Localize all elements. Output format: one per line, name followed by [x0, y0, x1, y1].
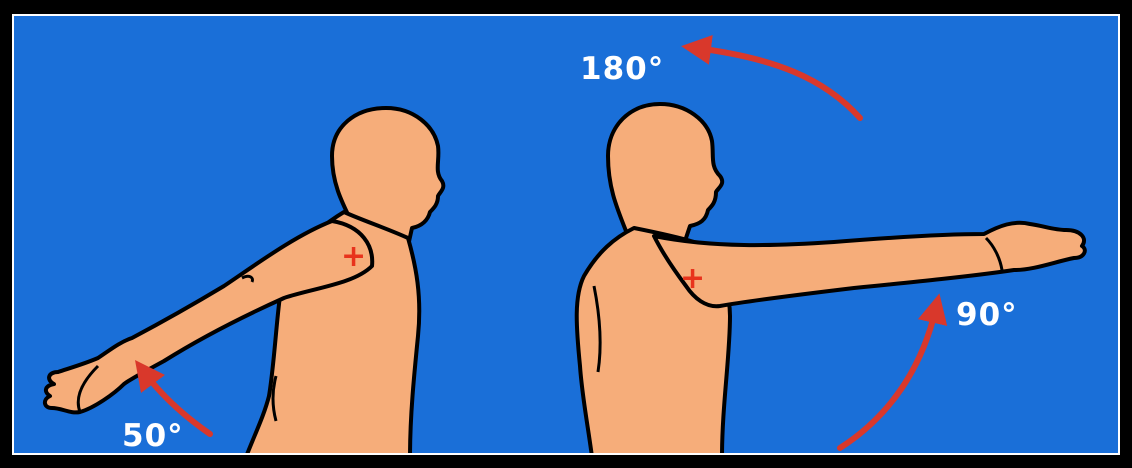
right-figure-arm	[654, 223, 1085, 307]
flexion-180-curved-arrow-icon	[696, 48, 860, 118]
angle-label-50: 50°	[122, 421, 184, 452]
right-shoulder-plus-icon: +	[680, 261, 705, 296]
left-shoulder-plus-icon: +	[341, 239, 366, 274]
shoulder-motion-illustration: + +	[14, 16, 1120, 455]
figure-extension	[45, 108, 443, 455]
right-figure-head	[608, 104, 722, 244]
angle-label-90: 90°	[956, 300, 1018, 331]
flexion-90-curved-arrow-icon	[840, 308, 936, 448]
figure-flexion	[577, 104, 1085, 455]
diagram-panel: + + 50° 90° 180°	[12, 14, 1120, 455]
angle-label-180: 180°	[580, 54, 664, 85]
